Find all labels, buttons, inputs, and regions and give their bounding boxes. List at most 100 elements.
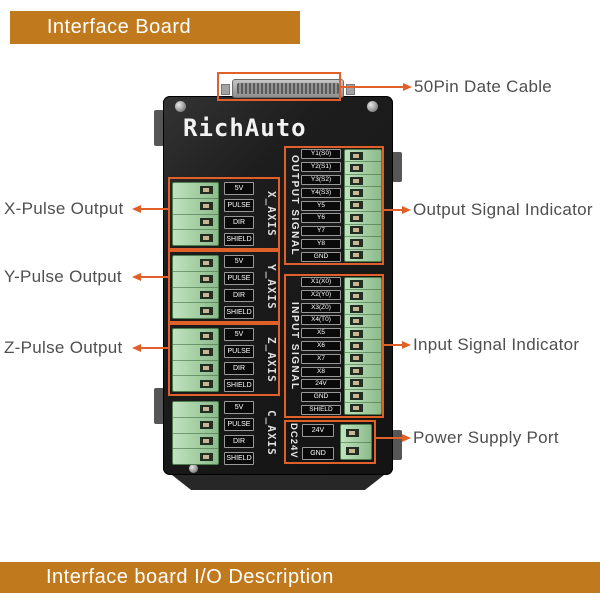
- x-axis-label: X_AXIS: [265, 191, 278, 237]
- terminal-slot: [345, 223, 381, 236]
- terminal-pin: [200, 379, 213, 388]
- callout-line: [384, 209, 404, 211]
- x-axis-terminal: [172, 182, 219, 246]
- terminal-pin: [350, 189, 363, 198]
- callout-line: [384, 344, 404, 346]
- pin-label: Y3(S2): [301, 174, 341, 185]
- pin-label: X3(Z0): [301, 302, 341, 313]
- pin-label: Y7: [301, 226, 341, 237]
- z-axis-label: Z_AXIS: [265, 337, 278, 383]
- y-axis-terminal: [172, 255, 219, 319]
- screw-icon: [367, 101, 378, 112]
- terminal-pin: [346, 446, 359, 455]
- arrow-left-icon: [132, 205, 141, 213]
- terminal-slot: [345, 314, 381, 326]
- pin-label: X5: [301, 328, 341, 339]
- pin-label: Y2(S1): [301, 161, 341, 172]
- terminal-slot: [173, 270, 218, 287]
- footer-title: Interface board I/O Description: [46, 566, 334, 588]
- arrow-right-icon: [402, 434, 411, 442]
- pin-label: X2(Y0): [301, 289, 341, 300]
- terminal-slot: [173, 448, 218, 464]
- pin-label: PULSE: [224, 199, 254, 212]
- callout-line: [141, 276, 169, 278]
- terminal-pin: [200, 421, 213, 430]
- callout-line: [341, 86, 405, 88]
- terminal-pin: [350, 366, 363, 375]
- y-axis-label: Y_AXIS: [265, 264, 278, 310]
- terminal-pin: [350, 176, 363, 185]
- terminal-pin: [200, 290, 213, 299]
- mounting-tab: [392, 430, 402, 460]
- label-y-pulse-output: Y-Pulse Output: [4, 267, 122, 286]
- terminal-slot: [173, 302, 218, 318]
- pin-label: Y6: [301, 213, 341, 224]
- terminal-pin: [350, 201, 363, 210]
- arrow-right-icon: [403, 83, 412, 91]
- pin-label: Y5: [301, 200, 341, 211]
- terminal-pin: [200, 217, 213, 226]
- pin-label: GND: [301, 392, 341, 403]
- terminal-pin: [350, 213, 363, 222]
- terminal-slot: [173, 229, 218, 245]
- terminal-slot: [345, 278, 381, 289]
- pin-label: DIR: [224, 216, 254, 229]
- pin-label: Y1(S0): [301, 149, 341, 159]
- terminal-pin: [350, 391, 363, 400]
- board-bottom-edge: [172, 475, 384, 490]
- terminal-pin: [200, 259, 213, 268]
- arrow-left-icon: [132, 344, 141, 352]
- terminal-pin: [200, 275, 213, 284]
- pin-label: DIR: [224, 435, 254, 448]
- pin-label: GND: [301, 252, 341, 262]
- pin-label: Y8: [301, 239, 341, 250]
- input-signal-label: INPUT SIGNAL: [289, 301, 300, 391]
- c-axis-terminal: [172, 401, 219, 465]
- pin-label: X4(T0): [301, 315, 341, 326]
- terminal-pin: [350, 164, 363, 173]
- terminal-slot: [345, 364, 381, 376]
- terminal-pin: [200, 306, 213, 315]
- pin-label: SHIELD: [224, 233, 254, 246]
- label-z-pulse-output: Z-Pulse Output: [4, 338, 123, 357]
- z-axis-terminal: [172, 328, 219, 392]
- pin-label: SHIELD: [224, 306, 254, 319]
- terminal-slot: [173, 286, 218, 303]
- terminal-slot: [173, 359, 218, 376]
- terminal-slot: [173, 329, 218, 344]
- label-power-port: Power Supply Port: [413, 428, 559, 447]
- 50pin-connector: [232, 79, 344, 98]
- pin-label: SHIELD: [224, 452, 254, 465]
- page-title: Interface Board: [46, 16, 192, 38]
- pin-label: SHIELD: [301, 404, 341, 415]
- label-x-pulse-output: X-Pulse Output: [4, 199, 124, 218]
- power-label: DC24V: [288, 423, 299, 459]
- pin-label: 24V: [302, 424, 334, 437]
- mounting-tab: [154, 110, 164, 146]
- callout-line: [141, 347, 169, 349]
- callout-line: [141, 208, 169, 210]
- terminal-slot: [173, 183, 218, 198]
- screw-icon: [175, 101, 186, 112]
- pin-label: GND: [302, 447, 334, 460]
- label-output-indicator: Output Signal Indicator: [413, 200, 593, 219]
- output-signal-label: OUTPUT SIGNAL: [289, 154, 300, 257]
- arrow-right-icon: [402, 341, 411, 349]
- terminal-slot: [345, 211, 381, 223]
- arrow-left-icon: [132, 273, 141, 281]
- pin-label: 5V: [224, 328, 254, 341]
- pin-label: 24V: [301, 379, 341, 390]
- terminal-pin: [200, 436, 213, 445]
- terminal-slot: [345, 339, 381, 351]
- terminal-pin: [350, 317, 363, 326]
- terminal-pin: [200, 363, 213, 372]
- terminal-slot: [345, 236, 381, 248]
- terminal-slot: [345, 150, 381, 161]
- pin-label: DIR: [224, 289, 254, 302]
- c-axis-label: C_AXIS: [265, 410, 278, 456]
- terminal-slot: [345, 401, 381, 414]
